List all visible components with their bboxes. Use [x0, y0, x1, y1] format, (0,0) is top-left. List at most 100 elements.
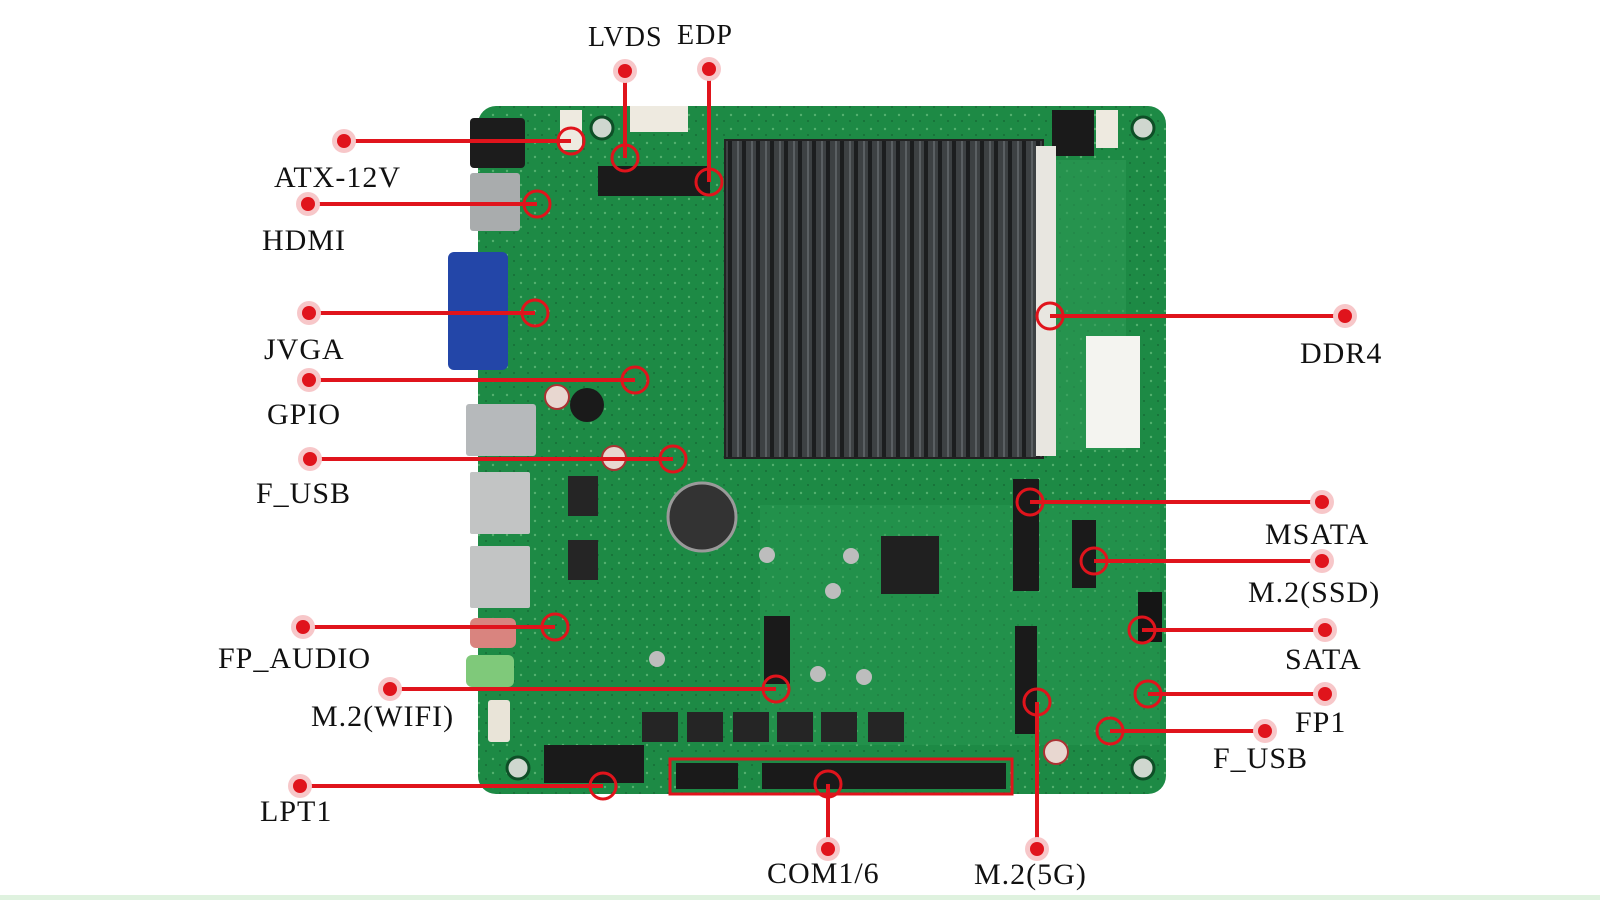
callout-target-fusb-right: [1095, 716, 1125, 746]
label-gpio: GPIO: [267, 398, 342, 431]
label-m2-wifi: M.2(WIFI): [311, 700, 455, 733]
lan-port-1: [470, 472, 530, 534]
callout-target-m2-5g: [1022, 687, 1052, 717]
label-ddr4: DDR4: [1300, 337, 1383, 370]
label-m2-5g: M.2(5G): [974, 858, 1087, 891]
lan-chip-2: [568, 540, 598, 580]
mounting-hole: [1130, 755, 1156, 781]
ddr4-slot: [1036, 146, 1140, 456]
standoff: [649, 651, 665, 667]
com-header-2: [762, 763, 1006, 789]
top-right-header: [1096, 110, 1118, 148]
callouts: [288, 57, 1357, 861]
callout-dot-jvga: [302, 306, 316, 320]
capacitor: [544, 384, 570, 410]
cmos-battery: [666, 481, 738, 553]
callout-target-jvga: [520, 298, 550, 328]
label-hdmi: HDMI: [262, 224, 346, 257]
label-fp-audio: FP_AUDIO: [218, 642, 372, 675]
callout-dot-fp1: [1318, 687, 1332, 701]
callout-dot-sata: [1318, 623, 1332, 637]
mounting-hole: [589, 115, 615, 141]
lvds-header: [598, 166, 710, 196]
sodimm-socket: [1036, 146, 1056, 456]
callout-target-atx12v: [556, 126, 586, 156]
label-m2-ssd: M.2(SSD): [1248, 576, 1381, 609]
standoff: [759, 547, 775, 563]
chip: [821, 712, 857, 742]
callout-dot-edp: [702, 62, 716, 76]
chip: [642, 712, 678, 742]
standoff: [843, 548, 859, 564]
pcb-lower-region: [760, 505, 1160, 745]
callout-dot-fusb-right: [1258, 724, 1272, 738]
top-connectors: [560, 106, 1118, 196]
bottom-strip: [0, 895, 1600, 900]
callout-dot-lpt1: [293, 779, 307, 793]
chip-row: [642, 712, 904, 742]
callout-target-lpt1: [588, 771, 618, 801]
callout-dot-fp-audio: [296, 620, 310, 634]
capacitor: [1043, 739, 1069, 765]
callout-target-fp1: [1133, 679, 1163, 709]
label-atx12v: ATX-12V: [274, 161, 401, 194]
callout-dot-ddr4: [1338, 309, 1352, 323]
callout-target-m2-wifi: [761, 674, 791, 704]
callout-target-sata: [1127, 615, 1157, 645]
lan-port-2: [470, 546, 530, 608]
callout-dot-msata: [1315, 495, 1329, 509]
callout-dot-m2-ssd: [1315, 554, 1329, 568]
top-header: [630, 106, 688, 132]
callout-dot-m2-wifi: [383, 682, 397, 696]
label-sata: SATA: [1285, 643, 1362, 676]
sodimm-sticker: [1086, 336, 1140, 448]
callout-target-msata: [1015, 487, 1045, 517]
buzzer: [570, 388, 604, 422]
callout-target-ddr4: [1035, 301, 1065, 331]
m2-wifi-slot: [764, 616, 790, 684]
callout-target-m2-ssd: [1079, 546, 1109, 576]
audio-jack-green: [466, 655, 514, 687]
com-highlight-box: [668, 757, 1014, 796]
label-lpt1: LPT1: [260, 795, 333, 828]
heatsink-body: [725, 140, 1043, 458]
dip-switch: [1052, 110, 1094, 156]
callout-target-hdmi: [522, 189, 552, 219]
callout-target-lvds: [610, 143, 640, 173]
small-connector: [488, 700, 510, 742]
label-jvga: JVGA: [264, 333, 345, 366]
callout-dot-atx12v: [337, 134, 351, 148]
heatsink: [724, 139, 1044, 459]
label-fusb-right: F_USB: [1213, 742, 1309, 775]
standoff: [856, 669, 872, 685]
chip: [868, 712, 904, 742]
chip: [777, 712, 813, 742]
callout-dot-hdmi: [301, 197, 315, 211]
callout-dot-fusb-left: [303, 452, 317, 466]
board-components: [544, 384, 1162, 796]
label-fp1: FP1: [1295, 706, 1347, 739]
callout-dot-gpio: [302, 373, 316, 387]
label-lvds: LVDS: [588, 22, 663, 53]
label-msata: MSATA: [1265, 518, 1370, 551]
callout-target-edp: [694, 167, 724, 197]
callout-target-gpio: [620, 365, 650, 395]
standoff: [810, 666, 826, 682]
mounting-hole: [505, 755, 531, 781]
mounting-hole: [1130, 115, 1156, 141]
label-fusb-left: F_USB: [256, 477, 352, 510]
standoff: [825, 583, 841, 599]
callout-dot-lvds: [618, 64, 632, 78]
label-edp: EDP: [677, 20, 733, 51]
usb-port: [466, 404, 536, 456]
com-header-1: [676, 763, 738, 789]
callout-target-fusb-left: [658, 444, 688, 474]
label-com16: COM1/6: [767, 857, 880, 890]
callout-target-com16: [813, 769, 843, 799]
audio-jack-pink: [470, 618, 516, 648]
callout-dot-m2-5g: [1030, 842, 1044, 856]
callout-target-fp-audio: [540, 612, 570, 642]
chip: [687, 712, 723, 742]
